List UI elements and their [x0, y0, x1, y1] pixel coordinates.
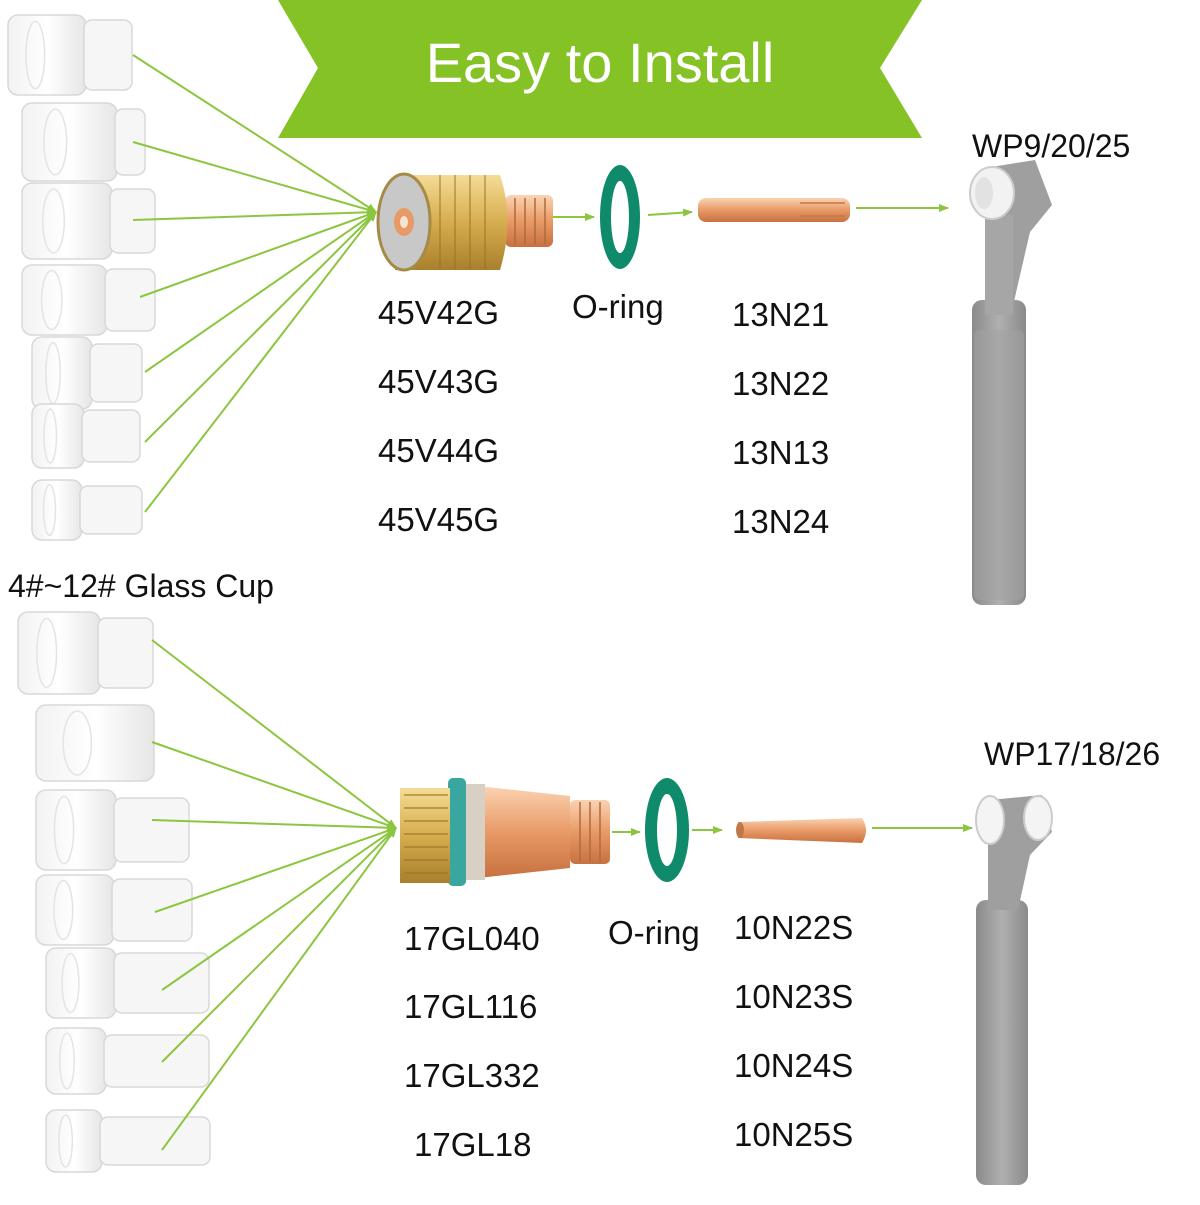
install-arrow	[139, 211, 377, 298]
gas-lens-code: 45V45G	[378, 501, 500, 538]
torch-top	[969, 160, 1052, 605]
install-arrow	[144, 211, 377, 513]
collet-code: 13N21	[732, 296, 830, 333]
glass-cup	[21, 264, 156, 336]
glass-cup	[45, 947, 210, 1019]
gas-lens-top	[376, 172, 553, 272]
collet-bottom	[736, 818, 866, 843]
collet-code: 13N24	[732, 503, 830, 540]
glass-cup	[31, 479, 143, 541]
install-arrow	[132, 54, 377, 213]
install-arrow	[151, 741, 397, 829]
glass-cup	[21, 182, 156, 260]
banner-ribbon	[278, 0, 922, 138]
install-arrow	[151, 819, 397, 832]
install-arrow	[132, 141, 377, 214]
o-ring-top	[600, 165, 640, 269]
install-arrow	[151, 639, 397, 829]
install-arrow	[161, 827, 397, 991]
collet-code: 10N22S	[734, 909, 854, 946]
o-ring-label: O-ring	[608, 914, 700, 951]
glass-cup	[21, 102, 146, 182]
collet-code: 10N25S	[734, 1116, 854, 1153]
o-ring-bottom	[645, 778, 689, 882]
glass-cup	[45, 1109, 211, 1173]
torch-label-top: WP9/20/25	[972, 128, 1131, 164]
gas-lens-code: 45V42G	[378, 294, 500, 331]
gas-lens-code: 17GL040	[404, 920, 540, 957]
gas-lens-code: 17GL116	[404, 988, 538, 1025]
glass-cup	[17, 611, 154, 695]
glass-cup	[35, 874, 193, 946]
glass-cup	[35, 789, 190, 871]
glass-cups	[7, 14, 211, 1173]
arrows	[132, 54, 973, 1151]
torch-bottom	[975, 795, 1053, 1185]
gas-lens-code: 45V44G	[378, 432, 500, 469]
glass-cup	[45, 1027, 210, 1095]
glass-cup	[7, 14, 133, 96]
collet-code: 13N22	[732, 365, 830, 402]
install-arrow	[161, 827, 397, 1151]
install-arrow	[154, 827, 397, 913]
collet-code: 10N24S	[734, 1047, 854, 1084]
banner-title: Easy to Install	[425, 31, 775, 94]
install-arrow	[144, 211, 377, 373]
install-arrow	[647, 208, 693, 217]
install-arrow	[132, 208, 377, 221]
collet-code: 10N23S	[734, 978, 854, 1015]
glass-cup	[31, 336, 143, 410]
install-arrow	[144, 211, 377, 443]
glass-cup	[31, 403, 141, 469]
torch-label-bottom: WP17/18/26	[984, 736, 1161, 772]
gas-lens-bottom	[400, 778, 610, 886]
collet-top	[698, 198, 850, 222]
glass-cup	[35, 704, 155, 782]
glass-cup-label: 4#~12# Glass Cup	[8, 568, 274, 604]
gas-lens-code: 17GL18	[414, 1126, 532, 1163]
collet-code: 13N13	[732, 434, 830, 471]
gas-lens-code: 45V43G	[378, 363, 500, 400]
install-arrow	[161, 827, 397, 1063]
gas-lens-code: 17GL332	[404, 1057, 540, 1094]
o-ring-label: O-ring	[572, 288, 664, 325]
